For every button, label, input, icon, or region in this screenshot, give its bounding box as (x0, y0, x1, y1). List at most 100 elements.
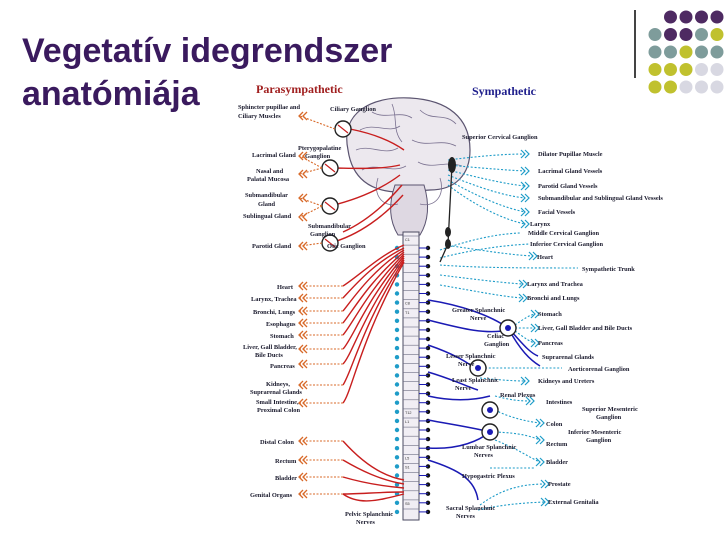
decorative-dot (710, 80, 724, 94)
label-pancreas-symp: Pancreas (538, 340, 563, 347)
organ-arrowhead (535, 418, 545, 428)
label-otic-ganglion: Otic Ganglion (327, 243, 366, 250)
label-submandibular-2: Submandibular (308, 223, 351, 230)
spinal-segment-label: S1 (405, 466, 410, 470)
label-least-splanchnic: Least Splanchnic (452, 377, 499, 384)
organ-arrowhead (298, 436, 308, 446)
label-nasal-and: Nasal and (256, 168, 284, 175)
organ-arrowhead (298, 489, 308, 499)
label-colon: Colon (546, 421, 563, 428)
spinal-segment-label: T1 (405, 311, 409, 315)
decorative-dot (695, 63, 708, 76)
label-pelvic-splanchnic: Pelvic Splanchnic (345, 511, 393, 518)
organ-arrowhead (298, 281, 308, 291)
title-divider (634, 10, 636, 78)
organ-arrowhead (298, 380, 308, 390)
parasympathetic-chevrons (298, 111, 308, 499)
label-superior-mesenteric: Superior Mesenteric (582, 406, 638, 413)
sympathetic-trunk-ganglion (394, 500, 400, 505)
decorative-dot (679, 10, 693, 24)
label-heart-symp: Heart (537, 254, 554, 261)
label-celiac: Celiac (487, 333, 504, 340)
decorative-dot (679, 28, 693, 41)
sympathetic-trunk-ganglion (394, 327, 400, 333)
sympathetic-trunk-ganglion (394, 300, 400, 305)
label-suprarenal-glands-para: Suprarenal Glands (250, 389, 302, 396)
parasympathetic-pathways (329, 128, 405, 502)
label-submandibular: Submandibular (245, 192, 288, 199)
label-submandibular-gland: Gland (258, 201, 275, 208)
label-superior-cervical-ganglion: Superior Cervical Ganglion (462, 134, 538, 141)
sympathetic-pelvic-labels: Inferior Mesenteric Ganglion Lumbar Spla… (446, 429, 621, 520)
label-stomach-symp: Stomach (538, 311, 562, 318)
label-inferior-mesenteric: Inferior Mesenteric (568, 429, 621, 436)
sympathetic-trunk-ganglion (394, 291, 400, 296)
spinal-segment-label: C8 (405, 302, 410, 306)
decorative-dot-grid (648, 10, 724, 94)
label-bladder-symp: Bladder (546, 459, 568, 466)
sympathetic-trunk-ganglion (394, 455, 400, 460)
sympathetic-trunk-ganglion (394, 409, 400, 414)
organ-arrowhead (298, 293, 308, 303)
decorative-dot (664, 10, 677, 24)
organ-arrowhead (298, 359, 308, 369)
sympathetic-chevrons (518, 149, 550, 507)
organ-arrowhead (298, 212, 308, 222)
label-superior-mesenteric-ganglion: Ganglion (596, 414, 622, 421)
sympathetic-cervical-pathways (439, 153, 579, 299)
sympathetic-trunk-ganglion (394, 364, 400, 369)
sympathetic-trunk-line (439, 164, 453, 263)
organ-arrowhead (535, 457, 545, 467)
label-rectum-para: Rectum (275, 458, 297, 465)
cranial-ganglia-inner (324, 124, 349, 248)
organ-arrowhead (298, 241, 308, 251)
decorative-dot (710, 45, 724, 59)
sympathetic-trunk-ganglion (394, 436, 400, 442)
label-sacral-splanchnic-nerves: Nerves (456, 513, 475, 520)
sympathetic-trunk-ganglion (394, 373, 400, 378)
label-kidneys-ureters: Kidneys and Ureters (538, 378, 595, 385)
label-aorticorenal-ganglion: Aorticorenal Ganglion (568, 366, 630, 373)
label-renal-plexus: Renal Plexus (500, 392, 536, 399)
label-ciliary-ganglion: Ciliary Ganglion (330, 106, 376, 113)
label-submandibular-sublingual-vessels: Submandibular and Sublingual Gland Vesse… (538, 195, 663, 202)
organ-arrowhead (298, 306, 308, 316)
label-greater-splanchnic: Greater Splanchnic (452, 307, 505, 314)
label-liver-gall-bladder-symp: Liver, Gall Bladder and Bile Ducts (538, 325, 633, 332)
label-lesser-splanchnic-nerve: Nerve (458, 361, 474, 368)
sympathetic-splanchnic-pathways (427, 299, 541, 501)
label-ciliary-muscles: Ciliary Muscles (238, 113, 281, 120)
label-genital-organs: Genital Organs (250, 492, 293, 499)
organ-arrowhead (530, 309, 540, 319)
decorative-dot (710, 10, 724, 24)
label-larynx-symp: Larynx (530, 221, 551, 228)
slide-title-line2: anatómiája (22, 75, 200, 113)
sympathetic-trunk-ganglion (394, 318, 400, 323)
label-distal-colon: Distal Colon (260, 439, 294, 446)
label-dilator-pupillae: Dilator Pupillae Muscle (538, 151, 603, 158)
organ-arrowhead (518, 279, 528, 289)
organ-arrowhead (298, 330, 308, 340)
decorative-dot (664, 45, 677, 59)
spinal-segment-label: C1 (405, 238, 410, 242)
spinal-segment-label: L1 (405, 420, 409, 424)
label-prostate: Prostate (548, 481, 571, 488)
organ-arrowhead (528, 251, 538, 261)
label-lacrimal-gland: Lacrimal Gland (252, 152, 296, 159)
label-bronchi-lungs-symp: Bronchi and Lungs (527, 295, 580, 302)
label-rectum-symp: Rectum (546, 441, 568, 448)
sympathetic-trunk-ganglion (394, 391, 400, 396)
label-lesser-splanchnic: Lesser Splanchnic (446, 353, 496, 360)
sympathetic-trunk-ganglion (394, 464, 400, 469)
organ-arrowhead (298, 398, 308, 408)
sympathetic-trunk-ganglion (394, 355, 400, 360)
sympathetic-trunk-ganglion (394, 418, 400, 424)
label-small-intestine: Small Intestine, (256, 399, 299, 406)
organ-arrowhead (530, 338, 540, 348)
sympathetic-upper-labels: Superior Cervical Ganglion Dilator Pupil… (462, 134, 663, 302)
sympathetic-trunk-ganglion (394, 473, 400, 478)
label-sympathetic-trunk: Sympathetic Trunk (582, 266, 635, 273)
parasympathetic-cranial-labels: Sphincter pupillae and Ciliary Muscles C… (238, 104, 376, 250)
label-pancreas-para: Pancreas (270, 363, 295, 370)
decorative-dot (664, 28, 677, 41)
